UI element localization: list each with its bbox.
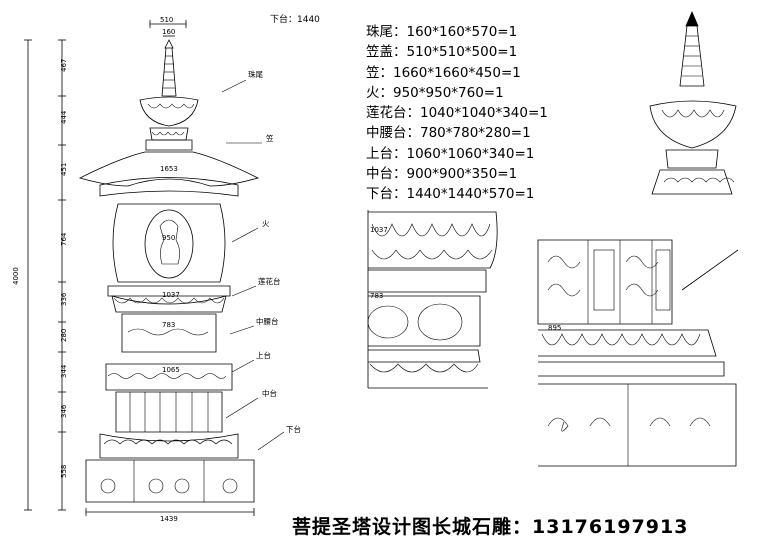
spec-line: 中腰台：780*780*280=1 (366, 125, 531, 142)
spec-line: 下台：1440*1440*570=1 (366, 186, 535, 203)
spec-line: 莲花台：1040*1040*340=1 (366, 105, 548, 122)
bottom-width-text: 1439 (160, 515, 178, 523)
label-li: 笠 (266, 133, 274, 143)
lotus-dim: 1037 (162, 291, 180, 299)
seg-height-3: 451 (60, 163, 68, 176)
waist-detail-dim: 783 (370, 292, 383, 300)
base-detail: 895 (537, 239, 739, 467)
seg-height-6: 280 (60, 329, 68, 342)
label-zhongyaotai: 中腰台 (256, 316, 279, 326)
label-shangtai: 上台 (256, 350, 271, 360)
spec-line: 笠：1660*1660*450=1 (366, 64, 521, 81)
lotus-detail: 1037 783 (367, 210, 498, 389)
spec-line: 中台：900*900*350=1 (366, 166, 518, 183)
seg-height-8: 346 (60, 404, 68, 418)
top-dim-510: 510 (160, 16, 173, 24)
top-dim-160: 160 (162, 28, 175, 36)
waist-dim: 783 (162, 321, 175, 329)
upper-base-dim: 1065 (162, 366, 180, 374)
seg-height-9: 558 (60, 465, 68, 478)
spec-line: 上台：1060*1060*340=1 (366, 145, 535, 162)
label-zhongtai: 中台 (262, 388, 277, 398)
top-note: 下台：1440 (270, 15, 320, 25)
label-zhuwei: 珠尾 (248, 69, 263, 79)
seg-height-5: 336 (60, 292, 68, 306)
seg-height-7: 344 (60, 364, 68, 378)
elevation-view: 4000 467 444 451 764 336 280 344 346 558 (12, 16, 301, 523)
seg-height-1: 467 (60, 59, 68, 72)
label-lianhuatai: 莲花台 (258, 276, 281, 286)
seg-height-2: 444 (60, 110, 68, 124)
roof-dim: 1653 (160, 165, 178, 173)
finial-perspective (649, 10, 737, 195)
base-detail-dim: 895 (548, 324, 561, 332)
total-height-text: 4000 (12, 267, 20, 285)
spec-line: 火：950*950*760=1 (366, 84, 504, 101)
label-huo: 火 (262, 219, 270, 228)
spec-line: 笠盖：510*510*500=1 (366, 44, 518, 61)
label-xiatai: 下台 (286, 424, 301, 434)
spec-line: 珠尾：160*160*570=1 (366, 24, 518, 40)
lotus-detail-dim: 1037 (370, 226, 388, 234)
sphere-dim: 950 (162, 234, 175, 242)
seg-height-4: 764 (60, 232, 68, 246)
spec-list: 珠尾：160*160*570=1 笠盖：510*510*500=1 笠：1660… (366, 22, 626, 205)
footer-title: 菩提圣塔设计图长城石雕：13176197913 (292, 516, 689, 538)
